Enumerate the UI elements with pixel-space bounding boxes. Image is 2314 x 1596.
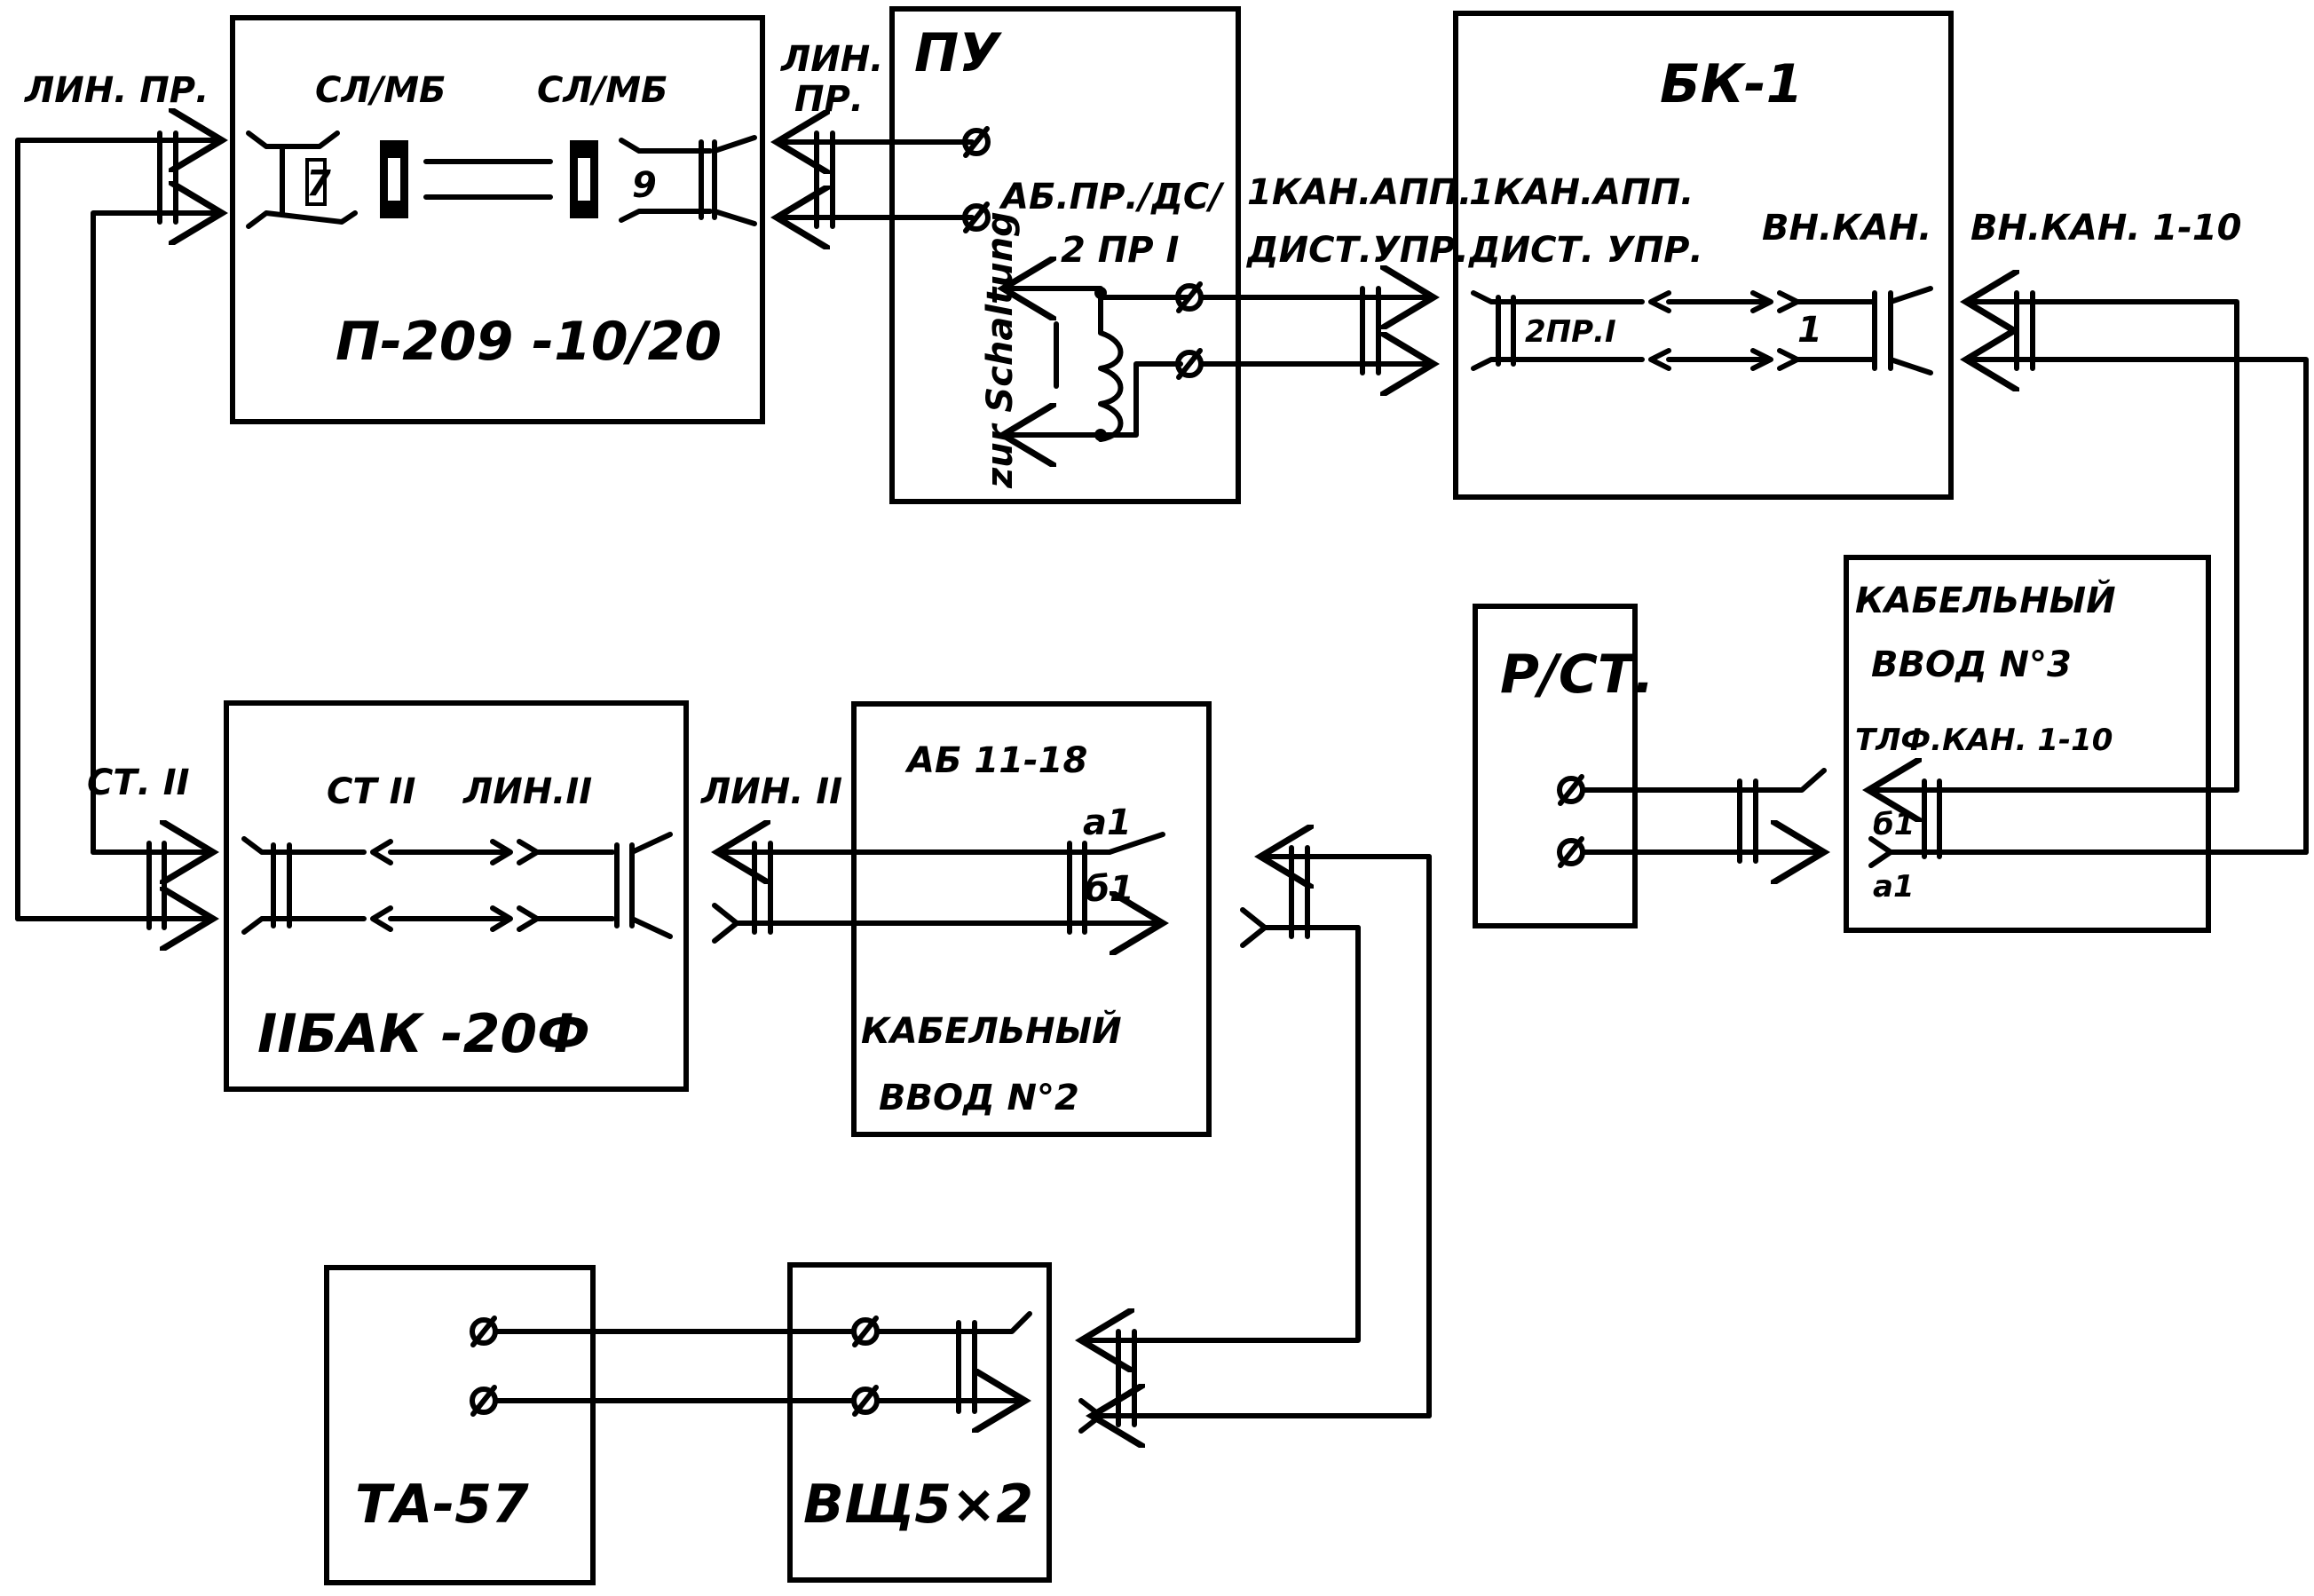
- line-lin-pr-2: [91, 213, 222, 855]
- kv3-title-1: КАБЕЛЬНЫЙ: [1855, 579, 2116, 621]
- terminal-icon: [962, 201, 991, 233]
- ta57-title: ТА-57: [355, 1474, 529, 1536]
- kan-app-label-1: 1КАН.АПП.: [1247, 172, 1472, 213]
- kv3-tlf: ТЛФ.КАН. 1-10: [1855, 723, 2113, 758]
- p209-left-num: 7: [306, 163, 331, 204]
- rst-title: Р/СТ.: [1500, 644, 1655, 706]
- kv2-title-1: КАБЕЛЬНЫЙ: [861, 1009, 1122, 1052]
- pu-ab-pr: АБ.ПР./ДС/: [999, 177, 1225, 217]
- bak-st: СТ II: [327, 771, 415, 812]
- pu-rotated-label: zur Schaltung: [980, 211, 1021, 489]
- p209-left-connector: [246, 130, 358, 229]
- kv2-box: [851, 701, 1212, 1137]
- p209-left-label: СЛ/МБ: [315, 70, 446, 111]
- terminal-icon: [962, 126, 991, 158]
- block-bk1: БК-1 1КАН.АПП. ДИСТ. УПР. ВН.КАН. 2ПР.I …: [1453, 11, 1954, 500]
- pu-box: [889, 6, 1241, 504]
- kv3-a1: a1: [1873, 869, 1915, 905]
- bk1-kan-app: 1КАН.АПП.: [1469, 172, 1694, 213]
- block-kv2: АБ 11-18 a1 б1 КАБЕЛЬНЫЙ ВВОД N°2: [851, 701, 1212, 1137]
- block-bak: СТ II ЛИН.II IIБАК -20Ф: [224, 700, 689, 1092]
- bak-title: IIБАК -20Ф: [257, 1003, 590, 1065]
- vsh-box: [787, 1262, 1052, 1583]
- inductor-icon: [1098, 330, 1124, 442]
- p209-right-num: 9: [632, 165, 657, 206]
- p209-right-label: СЛ/МБ: [537, 70, 667, 111]
- bk1-title: БК-1: [1660, 53, 1803, 115]
- st-ii-label: СТ. II: [87, 762, 190, 803]
- kv2-title-2: ВВОД N°2: [879, 1078, 1079, 1118]
- kv2-a1: a1: [1083, 802, 1132, 843]
- terminal-icon: [1557, 774, 1585, 806]
- bk1-inner-pr: 2ПР.I: [1525, 314, 1616, 350]
- block-ta57: ТА-57: [324, 1265, 596, 1585]
- bk1-dist: ДИСТ. УПР.: [1467, 230, 1703, 271]
- kv2-ab: АБ 11-18: [904, 740, 1087, 781]
- vsh-title: ВЩ5×2: [803, 1474, 1033, 1536]
- block-p209: СЛ/МБ СЛ/МБ П-209 -10/20 7 9: [230, 15, 765, 424]
- rst-box: [1473, 604, 1638, 928]
- lin-ii-label: ЛИН. II: [700, 771, 842, 812]
- ta57-box: [324, 1265, 596, 1585]
- lin-pr-right-label-2: ПР.: [794, 79, 864, 120]
- bk1-inner-num: 1: [1797, 310, 1822, 351]
- bak-box: [224, 700, 689, 1092]
- p209-right-connector: [619, 138, 713, 223]
- p209-title: П-209 -10/20: [336, 311, 722, 373]
- block-rst: Р/СТ.: [1473, 604, 1655, 928]
- pu-pr: 2 ПР I: [1061, 230, 1179, 271]
- bk1-vn-kan: ВН.КАН.: [1762, 208, 1931, 249]
- bak-lin: ЛИН.II: [462, 771, 592, 812]
- block-vsh: ВЩ5×2: [787, 1262, 1052, 1583]
- vn-kan-label: ВН.КАН. 1-10: [1970, 208, 2242, 249]
- kv2-d1: б1: [1085, 869, 1134, 910]
- kv3-d1: б1: [1873, 807, 1915, 842]
- block-pu: ПУ АБ.ПР./ДС/ 2 ПР I zur Schaltung: [889, 6, 1241, 504]
- bk1-box: [1453, 11, 1954, 500]
- kv3-title-2: ВВОД N°3: [1871, 644, 2072, 685]
- line-lin-pr-1: [15, 140, 222, 899]
- terminal-icon: [470, 1316, 498, 1347]
- kan-app-label-2: ДИСТ.УПР.: [1245, 230, 1469, 271]
- kv3-box: [1844, 555, 2211, 933]
- p209-box: [230, 15, 765, 424]
- lin-pr-right-label-1: ЛИН.: [780, 39, 883, 80]
- connector-icon: [157, 130, 178, 225]
- pu-title: ПУ: [914, 22, 1002, 84]
- terminal-icon: [1557, 836, 1585, 868]
- lin-pr-left-label: ЛИН. ПР.: [24, 70, 209, 111]
- p209-patch-cords: [423, 159, 553, 200]
- block-kv3: КАБЕЛЬНЫЙ ВВОД N°3 ТЛФ.КАН. 1-10 б1 a1: [1844, 555, 2309, 933]
- terminal-icon: [470, 1385, 498, 1417]
- terminal-icon: [851, 1316, 880, 1347]
- terminal-icon: [851, 1385, 880, 1417]
